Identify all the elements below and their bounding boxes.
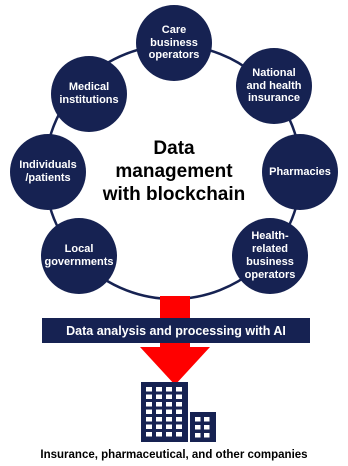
center-title: Data management with blockchain [102, 138, 246, 205]
building-window [156, 387, 162, 392]
building-window [176, 387, 182, 392]
building-window [176, 432, 182, 437]
building-window [156, 432, 162, 437]
footer-label: Insurance, pharmaceutical, and other com… [40, 449, 308, 461]
building-window [195, 417, 201, 422]
building-window [204, 433, 210, 438]
building-window [156, 394, 162, 399]
building-window [176, 394, 182, 399]
building-window [166, 402, 172, 407]
arrow-shaft-lower [160, 341, 190, 348]
building-window [166, 387, 172, 392]
building-window [146, 432, 152, 437]
building-window [146, 424, 152, 429]
building-window [156, 409, 162, 414]
node-care-business-operators: Care business operators [136, 5, 212, 81]
building-window [195, 425, 201, 430]
arrow-shaft-upper [160, 296, 190, 320]
building-window [204, 425, 210, 430]
building-window [166, 432, 172, 437]
process-band-label: Data analysis and processing with AI [66, 323, 286, 338]
node-pharmacies: Pharmacies [262, 134, 338, 210]
building-window [176, 409, 182, 414]
building-window [146, 387, 152, 392]
process-band: Data analysis and processing with AI [42, 318, 310, 343]
building-window [156, 417, 162, 422]
arrow-head [140, 347, 210, 385]
node-national-health-insurance: National and health insurance [236, 48, 312, 124]
building-window [166, 409, 172, 414]
building-window [146, 417, 152, 422]
building-window [146, 394, 152, 399]
office-buildings-icon [141, 382, 216, 442]
node-medical-institutions: Medical institutions [51, 56, 127, 132]
building-window [166, 417, 172, 422]
building-window [166, 424, 172, 429]
building-window [156, 402, 162, 407]
building-window [146, 402, 152, 407]
building-window [156, 424, 162, 429]
node-health-related-business-operators: Health-related business operators [232, 218, 308, 294]
node-local-governments: Local governments [41, 218, 117, 294]
building-window [176, 417, 182, 422]
building-window [204, 417, 210, 422]
building-window [166, 394, 172, 399]
building-window [195, 433, 201, 438]
building-window [176, 424, 182, 429]
building-window [176, 402, 182, 407]
node-individuals-patients: Individuals /patients [10, 134, 86, 210]
building-window [146, 409, 152, 414]
